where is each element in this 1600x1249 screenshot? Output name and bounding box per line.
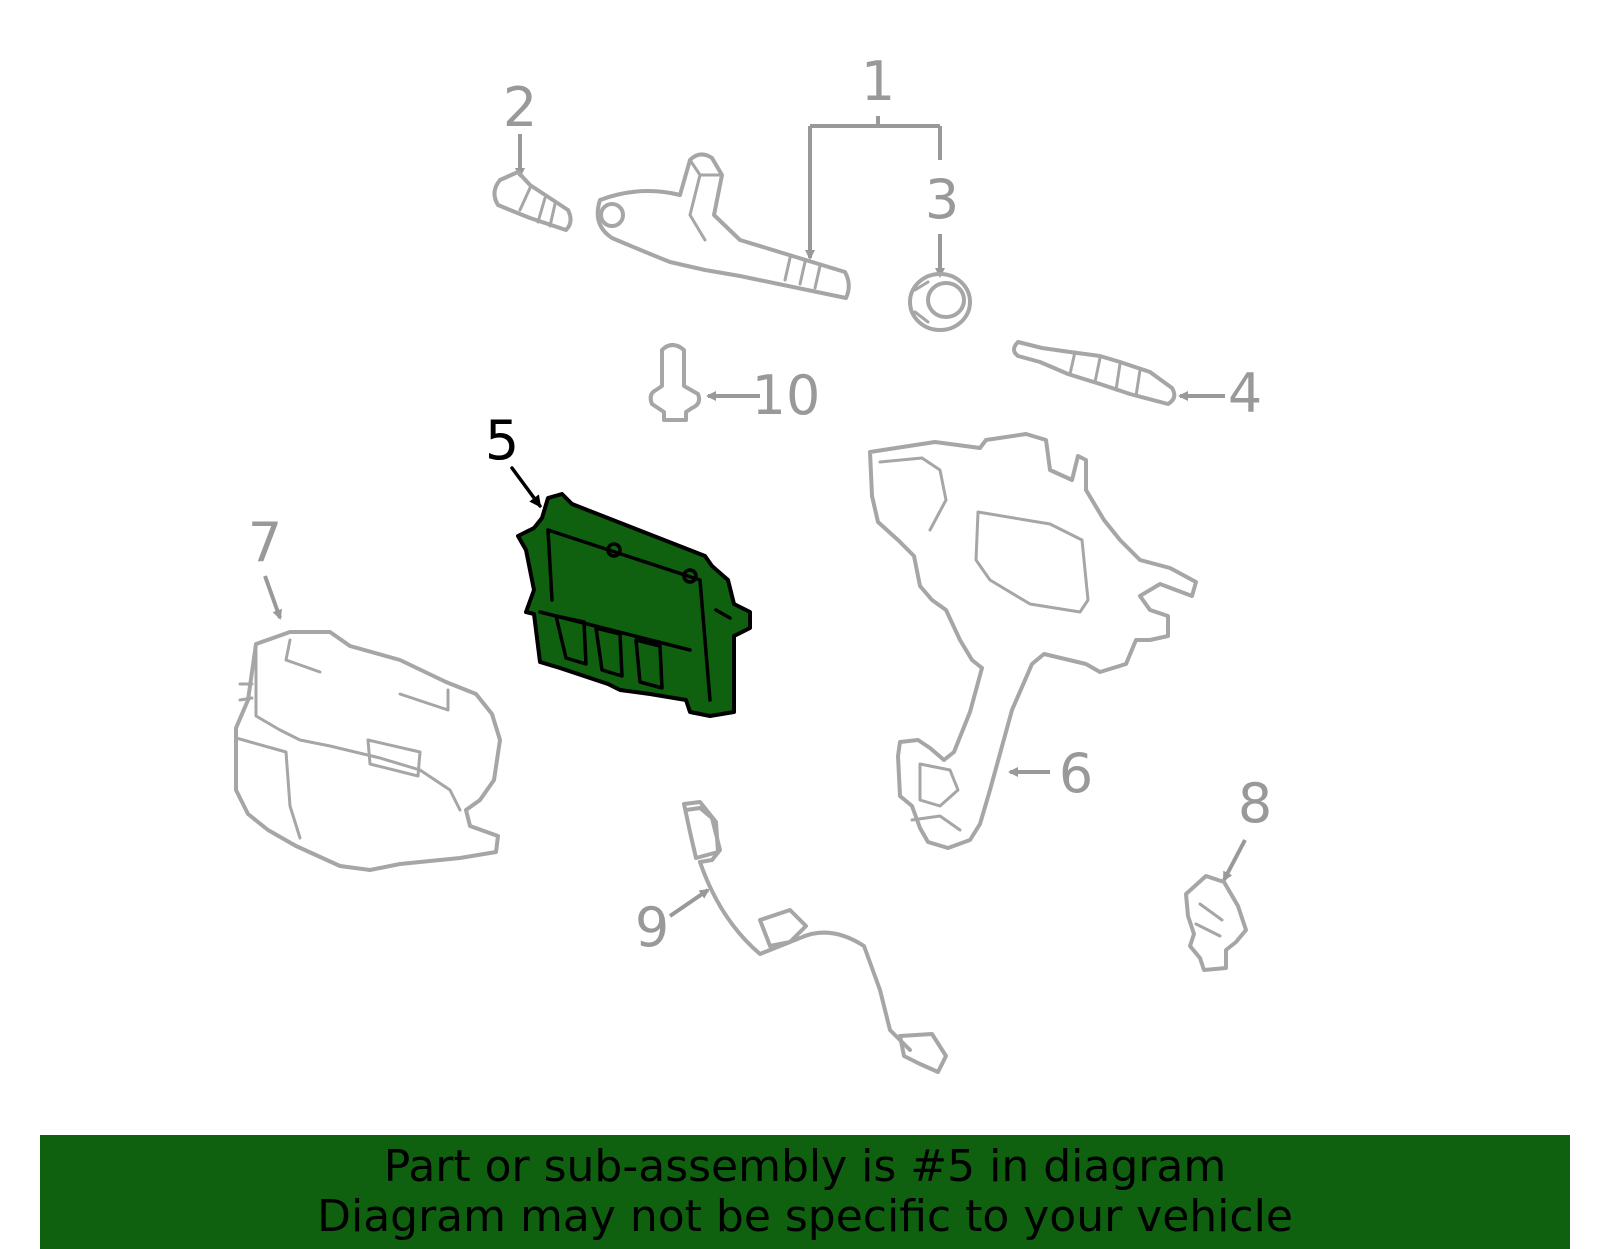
leader-lines — [263, 116, 1247, 918]
callout-5: 5 — [485, 409, 519, 472]
callout-3: 3 — [925, 168, 959, 231]
callout-10: 10 — [752, 364, 821, 427]
parts-diagram: 1 2 3 4 5 6 7 8 9 10 — [234, 50, 1272, 1074]
bolt-part-10 — [648, 343, 702, 422]
callout-4: 4 — [1228, 362, 1262, 425]
spark-plug — [1012, 340, 1177, 406]
banner-line-1: Part or sub-assembly is #5 in diagram — [383, 1141, 1227, 1192]
callout-8: 8 — [1238, 772, 1272, 835]
callout-2: 2 — [503, 76, 537, 139]
bolt-part-2 — [492, 170, 573, 232]
sensor-part-8 — [1184, 874, 1248, 972]
callout-6: 6 — [1059, 742, 1093, 805]
info-banner: Part or sub-assembly is #5 in diagram Di… — [40, 1135, 1570, 1249]
engine-control-module — [516, 492, 752, 718]
seal-part-3 — [908, 272, 972, 332]
mounting-bracket — [868, 432, 1198, 850]
banner-line-2: Diagram may not be specific to your vehi… — [317, 1191, 1293, 1242]
harness-part-9 — [682, 800, 948, 1074]
housing-part-7 — [234, 630, 502, 872]
callout-7: 7 — [248, 511, 282, 574]
callout-1: 1 — [861, 50, 895, 113]
callout-9: 9 — [635, 896, 669, 959]
ignition-coil — [595, 152, 851, 300]
